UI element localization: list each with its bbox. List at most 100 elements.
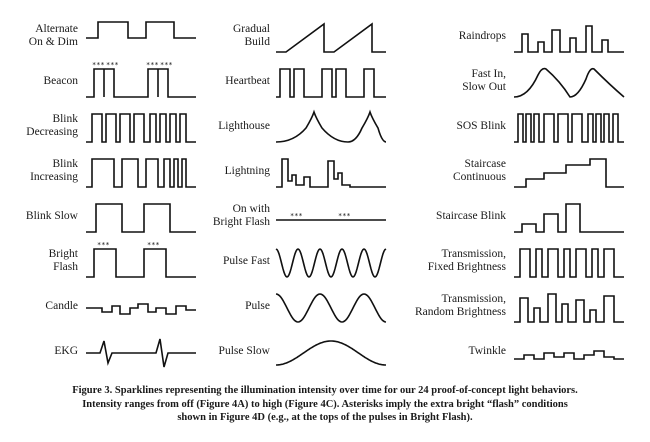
behavior-label: Fast In, Slow Out — [462, 68, 506, 93]
sparkline-trace — [275, 248, 387, 278]
sparkline-cell-ekg: EKG — [0, 329, 196, 373]
sparkline-blinkSlow — [86, 203, 196, 233]
behavior-label: Heartbeat — [225, 74, 270, 87]
sparkline-trace — [276, 68, 386, 98]
behavior-label: Lighthouse — [218, 119, 270, 132]
sparkline-staircaseBlink — [514, 203, 624, 233]
sparkline-cell-fastInSlowOut: Fast In, Slow Out — [398, 59, 625, 103]
sparkline-transRandom — [514, 293, 624, 323]
behavior-label: Pulse Fast — [223, 254, 270, 267]
behavior-label: On with Bright Flash — [212, 203, 270, 228]
sparkline-twinkle — [514, 350, 624, 360]
behavior-label: Lightning — [224, 164, 270, 177]
sparkline-transFixed — [514, 248, 624, 278]
behavior-label: Gradual Build — [232, 23, 270, 48]
behavior-label: Pulse — [245, 299, 270, 312]
sparkline-trace — [514, 350, 624, 360]
flash-asterisks: *** — [97, 241, 110, 249]
behavior-label: Blink Slow — [25, 209, 78, 222]
sparkline-trace — [276, 22, 386, 53]
behavior-label: Pulse Slow — [218, 344, 270, 357]
sparkline-candle — [86, 303, 196, 315]
sparkline-cell-heartbeat: Heartbeat — [196, 59, 386, 103]
sparkline-cell-pulseFast: Pulse Fast — [196, 239, 387, 283]
sparkline-trace — [86, 68, 196, 98]
sparkline-staircaseCont — [514, 158, 624, 188]
sparkline-cell-blinkSlow: Blink Slow — [0, 194, 196, 238]
sparkline-cell-lightning: Lightning — [196, 149, 386, 193]
behavior-label: Twinkle — [468, 344, 506, 357]
sparkline-onWithFlash: *** *** — [276, 212, 386, 221]
behavior-label: Staircase Blink — [436, 209, 506, 222]
flash-asterisks: *** — [160, 61, 173, 69]
sparkline-blinkIncreasing — [86, 158, 196, 188]
sparkline-beacon: ************ — [86, 61, 196, 98]
sparkline-trace — [86, 21, 196, 39]
sparkline-sos — [514, 113, 624, 143]
sparkline-cell-onWithFlash: On with Bright Flash *** *** — [196, 194, 386, 238]
sparkline-brightFlash: *** *** — [86, 241, 196, 278]
sparkline-trace — [275, 109, 387, 143]
sparkline-trace — [86, 248, 196, 278]
caption-line-1: Figure 3. Sparklines representing the il… — [72, 385, 578, 396]
sparkline-trace — [276, 158, 386, 188]
sparkline-blinkDecreasing — [86, 113, 196, 143]
behavior-label: Blink Decreasing — [26, 113, 78, 138]
sparkline-cell-blinkDecreasing: Blink Decreasing — [0, 104, 196, 148]
sparkline-trace — [86, 158, 196, 188]
sparkline-cell-sos: SOS Blink — [398, 104, 624, 148]
sparkline-lighthouse — [275, 109, 387, 143]
sparkline-cell-beacon: Beacon************ — [0, 59, 196, 103]
behavior-label: Alternate On & Dim — [28, 23, 78, 48]
behavior-label: Bright Flash — [48, 248, 78, 273]
caption-line-3: shown in Figure 4D (e.g., at the tops of… — [177, 412, 473, 423]
behavior-label: Raindrops — [458, 29, 506, 42]
sparkline-pulseSlow — [276, 340, 386, 366]
sparkline-trace — [514, 158, 624, 188]
sparkline-cell-lighthouse: Lighthouse — [196, 104, 387, 148]
sparkline-trace — [86, 303, 196, 315]
behavior-label: SOS Blink — [456, 119, 506, 132]
sparkline-gradualBuild — [276, 22, 386, 53]
sparkline-cell-staircaseBlink: Staircase Blink — [398, 194, 624, 238]
sparkline-cell-pulse: Pulse — [196, 284, 387, 328]
sparkline-fastInSlowOut — [513, 67, 625, 98]
behavior-label: Blink Increasing — [30, 158, 78, 183]
sparkline-alternate — [86, 21, 196, 39]
sparkline-cell-alternate: Alternate On & Dim — [0, 14, 196, 58]
behavior-label: Beacon — [43, 74, 78, 87]
flash-asterisks: *** — [338, 212, 351, 220]
sparkline-trace — [276, 340, 386, 366]
sparkline-trace — [86, 338, 196, 368]
behavior-label: Transmission, Fixed Brightness — [427, 248, 506, 273]
behavior-label: Candle — [45, 299, 78, 312]
behavior-label: Staircase Continuous — [452, 158, 506, 183]
sparkline-heartbeat — [276, 68, 386, 98]
figure-caption: Figure 3. Sparklines representing the il… — [0, 384, 650, 425]
sparkline-lightning — [276, 158, 386, 188]
flash-asterisks: *** — [106, 61, 119, 69]
sparkline-trace — [86, 203, 196, 233]
sparkline-trace — [514, 203, 624, 233]
sparkline-pulseFast — [275, 248, 387, 278]
flash-asterisks: *** — [147, 241, 160, 249]
behavior-label: Transmission, Random Brightness — [414, 293, 506, 318]
behavior-label: EKG — [54, 344, 78, 357]
sparkline-ekg — [86, 338, 196, 368]
sparkline-cell-brightFlash: Bright Flash *** *** — [0, 239, 196, 283]
sparkline-trace — [514, 293, 624, 323]
sparkline-cell-staircaseCont: Staircase Continuous — [398, 149, 624, 193]
sparkline-trace — [514, 25, 624, 53]
sparkline-cell-blinkIncreasing: Blink Increasing — [0, 149, 196, 193]
sparkline-trace — [513, 67, 625, 98]
flash-asterisks: *** — [290, 212, 303, 220]
sparkline-trace — [275, 293, 387, 323]
sparkline-pulse — [275, 293, 387, 323]
sparkline-trace — [86, 113, 196, 143]
sparkline-cell-transRandom: Transmission, Random Brightness — [398, 284, 624, 328]
caption-line-2: Intensity ranges from off (Figure 4A) to… — [82, 398, 568, 410]
sparkline-cell-raindrops: Raindrops — [398, 14, 624, 58]
sparkline-cell-twinkle: Twinkle — [398, 329, 624, 373]
sparkline-raindrops — [514, 25, 624, 53]
